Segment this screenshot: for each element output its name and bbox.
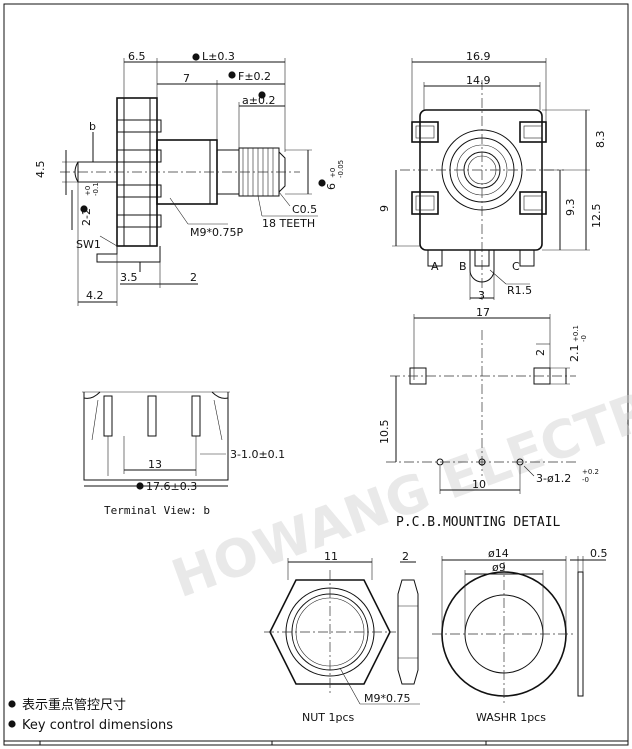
pcb-holes: 3-ø1.2 <box>536 472 571 485</box>
dim-13: 13 <box>148 458 162 471</box>
dim-2: 2-2 <box>80 208 93 226</box>
dim-4-5: 4.5 <box>34 161 47 179</box>
dim-b: b <box>89 120 96 133</box>
dim-6-5: 6.5 <box>128 50 146 63</box>
nut-drawing: 11 2 M9*0.75 NUT 1pcs <box>264 550 420 724</box>
pcb-dim-10-5: 10.5 <box>378 420 391 445</box>
key-dot-a <box>258 91 266 99</box>
dim-a: a±0.2 <box>242 94 275 107</box>
dim-4-2: 4.2 <box>86 289 104 302</box>
front-view: 16.9 14.9 8.3 9 9.3 12.5 A B C R1.5 3 <box>378 50 607 302</box>
dim-teeth: 18 TEETH <box>262 217 315 230</box>
dim-12-5: 12.5 <box>590 204 603 229</box>
nut-dim-2: 2 <box>402 550 409 563</box>
dim-6: 6 <box>325 183 338 190</box>
dim-2b: 2 <box>190 271 197 284</box>
dim-17-6: 17.6±0.3 <box>146 480 197 493</box>
pin-c: C <box>512 260 520 273</box>
terminal-caption: Terminal View: b <box>104 504 210 517</box>
legend: 表示重点管控尺寸 Key control dimensions <box>8 697 173 733</box>
pcb-dim-17: 17 <box>476 306 490 319</box>
legend-dot-1 <box>8 700 16 708</box>
legend-cn: 表示重点管控尺寸 <box>22 697 126 713</box>
nut-thread: M9*0.75 <box>364 692 410 705</box>
dim-6-tol: +0-0.05 <box>329 160 345 178</box>
dim-3-5: 3.5 <box>120 271 138 284</box>
pcb-dim-2: 2 <box>534 349 547 356</box>
nut-dim-11: 11 <box>324 550 338 563</box>
washer-dim-9: ø9 <box>492 561 506 574</box>
washer-dim-14: ø14 <box>488 547 509 560</box>
dim-r1-5: R1.5 <box>507 284 532 297</box>
dim-L: L±0.3 <box>202 50 235 63</box>
pcb-dim-10: 10 <box>472 478 486 491</box>
key-dot-L <box>192 53 200 61</box>
pin-a: A <box>431 260 439 273</box>
dim-c0-5: C0.5 <box>292 203 317 216</box>
key-dot-6 <box>318 179 326 187</box>
dim-pitch: 3-1.0±0.1 <box>230 448 285 461</box>
dim-14-9: 14.9 <box>466 74 491 87</box>
drawing-frame <box>3 3 629 746</box>
dim-thread: M9*0.75P <box>190 226 243 239</box>
label-sw1: SW1 <box>76 238 101 251</box>
pcb-dim-2-1-tol: +0.1-0 <box>572 325 588 342</box>
pcb-holes-tol: +0.2-0 <box>582 468 599 484</box>
dim-7: 7 <box>183 72 190 85</box>
dim-3: 3 <box>478 289 485 302</box>
legend-dot-2 <box>8 720 16 728</box>
nut-caption: NUT 1pcs <box>302 711 355 724</box>
dim-16-9: 16.9 <box>466 50 491 63</box>
dim-8-3: 8.3 <box>594 131 607 149</box>
key-dot-F <box>228 71 236 79</box>
pcb-detail: 17 2 2.1 +0.1-0 10.5 10 3-ø1.2 +0.2-0 P.… <box>378 306 599 530</box>
key-dot-17-6 <box>136 482 144 490</box>
dim-2-tol: +0-0.1 <box>84 182 100 196</box>
dim-9-3: 9.3 <box>564 199 577 217</box>
watermark: HOWANG ELECTRONICS <box>164 318 632 610</box>
dim-F: F±0.2 <box>238 70 271 83</box>
pcb-caption: P.C.B.MOUNTING DETAIL <box>396 515 561 530</box>
dim-9: 9 <box>378 205 391 212</box>
terminal-view: 13 3-1.0±0.1 17.6±0.3 Terminal View: b <box>82 391 285 517</box>
key-dot-2 <box>80 205 88 213</box>
pcb-dim-2-1: 2.1 <box>568 345 581 363</box>
washer-dim-0-5: 0.5 <box>590 547 608 560</box>
pin-b: B <box>459 260 467 273</box>
washer-caption: WASHR 1pcs <box>476 711 546 724</box>
legend-en: Key control dimensions <box>22 718 173 733</box>
side-view: 6.5 L±0.3 7 F±0.2 a±0.2 b 4.5 2-2 +0-0.1… <box>34 50 345 306</box>
washer-drawing: ø14 ø9 0.5 WASHR 1pcs <box>432 547 608 724</box>
